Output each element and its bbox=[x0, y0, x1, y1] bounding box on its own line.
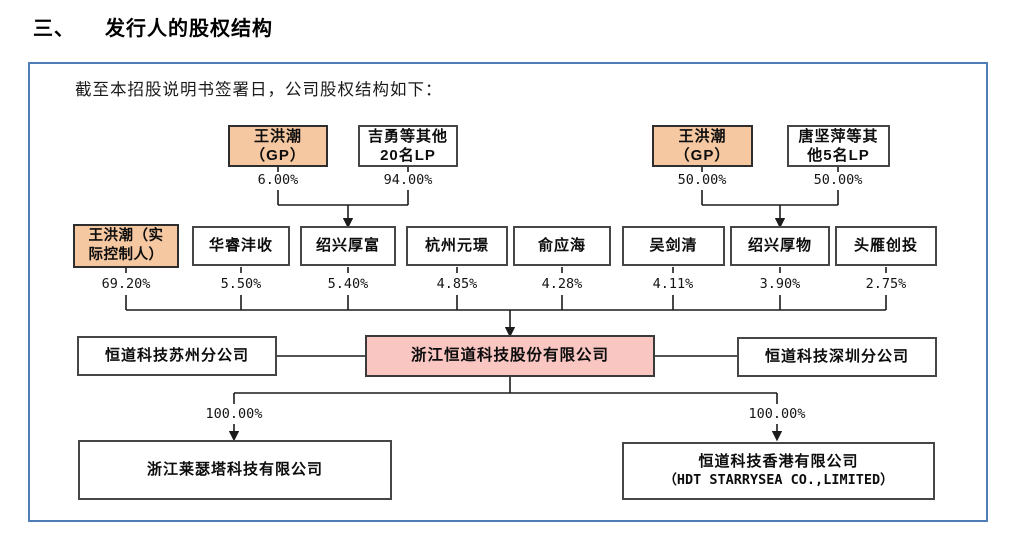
node-label: （GP） bbox=[674, 147, 731, 164]
node-shareholder-shaoxing-houfu: 绍兴厚富 bbox=[300, 226, 396, 266]
node-label: 浙江莱瑟塔科技有限公司 bbox=[146, 461, 323, 479]
section-number: 三、 bbox=[33, 18, 75, 40]
pct-label: 50.00% bbox=[677, 172, 727, 188]
node-label: 王洪潮 bbox=[253, 127, 302, 145]
node-shareholder-shaoxing-houwu: 绍兴厚物 bbox=[730, 226, 830, 266]
node-label: 绍兴厚富 bbox=[315, 237, 380, 255]
node-label: 恒道科技苏州分公司 bbox=[104, 347, 249, 365]
node-label: 吴剑清 bbox=[649, 237, 698, 255]
pct-label: 100.00% bbox=[205, 406, 263, 422]
pct-label: 4.11% bbox=[652, 276, 694, 292]
node-gp-left: 王洪潮 （GP） bbox=[228, 125, 328, 167]
node-label: 浙江恒道科技股份有限公司 bbox=[410, 346, 609, 364]
pct-label: 4.85% bbox=[436, 276, 478, 292]
node-subsidiary-lacerta: 浙江莱瑟塔科技有限公司 bbox=[78, 440, 392, 500]
node-shareholder-touyan: 头雁创投 bbox=[835, 226, 937, 266]
pct-label: 5.40% bbox=[327, 276, 369, 292]
pct-label: 4.28% bbox=[541, 276, 583, 292]
node-label: 20名LP bbox=[380, 147, 436, 164]
node-label-english: （HDT STARRYSEA CO.,LIMITED） bbox=[663, 471, 894, 488]
node-shareholder-yuyinghai: 俞应海 bbox=[513, 226, 611, 266]
node-shareholder-wujianqing: 吴剑清 bbox=[622, 226, 725, 266]
node-label: 绍兴厚物 bbox=[747, 237, 812, 255]
pct-label: 100.00% bbox=[748, 406, 806, 422]
node-company: 浙江恒道科技股份有限公司 bbox=[365, 335, 655, 377]
node-actual-controller: 王洪潮（实 际控制人） bbox=[73, 224, 179, 268]
node-label: 俞应海 bbox=[537, 237, 586, 255]
pct-label: 6.00% bbox=[257, 172, 299, 188]
node-label: 唐坚萍等其 bbox=[798, 127, 879, 145]
node-lp-right: 唐坚萍等其 他5名LP bbox=[787, 125, 890, 167]
node-shareholder-huarui: 华睿沣收 bbox=[192, 226, 290, 266]
node-branch-suzhou: 恒道科技苏州分公司 bbox=[77, 336, 277, 376]
pct-label: 69.20% bbox=[101, 276, 151, 292]
node-shareholder-hangzhou-yuanjing: 杭州元璟 bbox=[406, 226, 508, 266]
section-title: 发行人的股权结构 bbox=[105, 18, 273, 40]
node-label: 吉勇等其他 bbox=[367, 127, 448, 145]
node-label: 恒道科技香港有限公司 bbox=[698, 453, 859, 471]
node-label: 王洪潮 bbox=[678, 127, 727, 145]
pct-label: 5.50% bbox=[220, 276, 262, 292]
page-title: 三、 发行人的股权结构 bbox=[33, 12, 273, 41]
pct-label: 3.90% bbox=[759, 276, 801, 292]
node-branch-shenzhen: 恒道科技深圳分公司 bbox=[737, 337, 937, 377]
node-subsidiary-hongkong: 恒道科技香港有限公司 （HDT STARRYSEA CO.,LIMITED） bbox=[622, 442, 935, 500]
node-label: 他5名LP bbox=[807, 147, 870, 164]
intro-text: 截至本招股说明书签署日，公司股权结构如下： bbox=[75, 80, 443, 99]
pct-label: 2.75% bbox=[865, 276, 907, 292]
node-label: 际控制人） bbox=[88, 247, 164, 263]
node-gp-right: 王洪潮 （GP） bbox=[652, 125, 753, 167]
pct-label: 94.00% bbox=[383, 172, 433, 188]
node-label: 华睿沣收 bbox=[208, 237, 273, 255]
node-label: 杭州元璟 bbox=[424, 237, 489, 255]
node-label: 恒道科技深圳分公司 bbox=[764, 348, 909, 366]
pct-label: 50.00% bbox=[813, 172, 863, 188]
node-lp-left: 吉勇等其他 20名LP bbox=[358, 125, 458, 167]
node-label: 王洪潮（实 bbox=[88, 228, 164, 245]
node-label: 头雁创投 bbox=[853, 237, 918, 255]
node-label: （GP） bbox=[250, 147, 306, 164]
